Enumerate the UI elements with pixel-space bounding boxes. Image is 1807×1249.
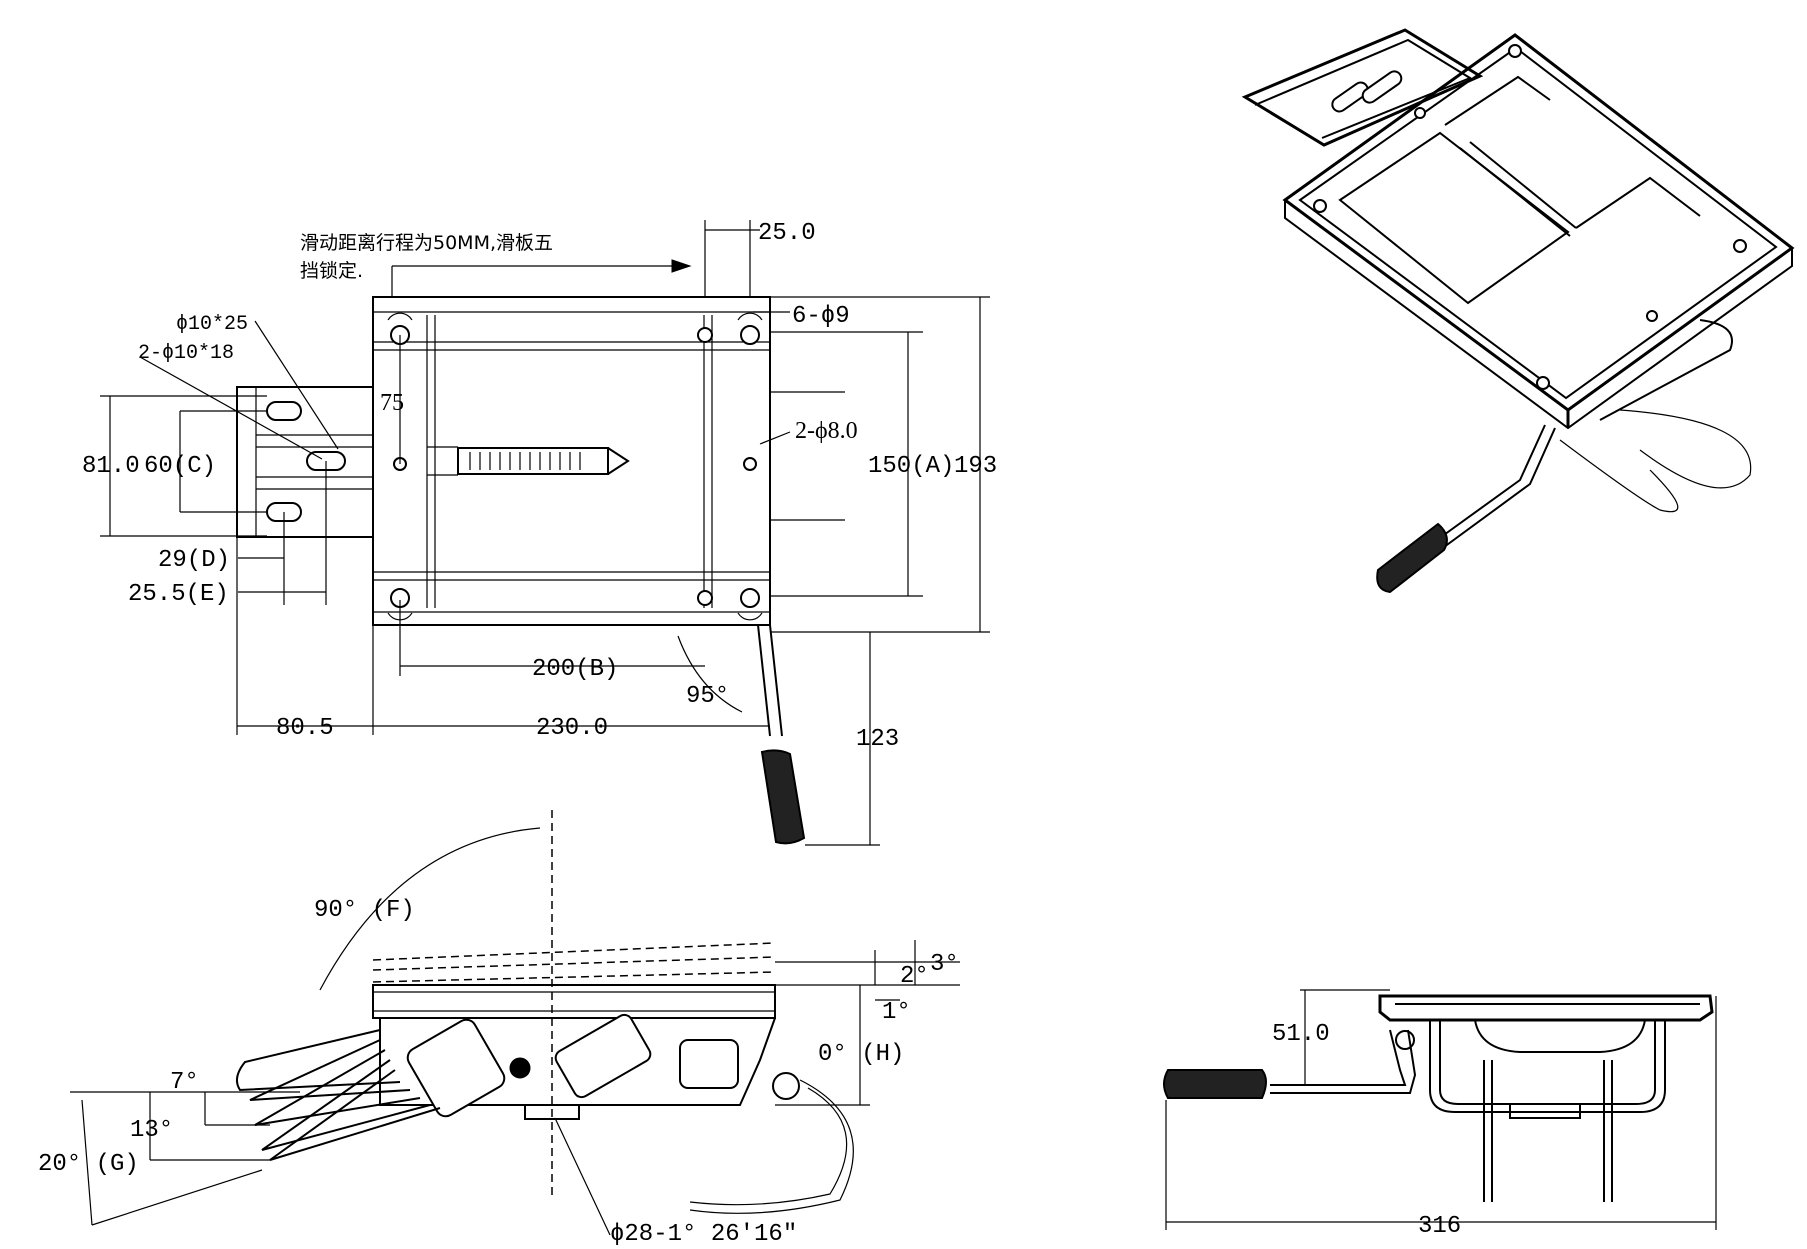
dim-255e: 25.5(E) (128, 581, 229, 608)
side-mechanism-box (406, 1018, 506, 1118)
dim-holes-6: 6-ϕ9 (792, 303, 850, 330)
angle-f: 90° (F) (314, 897, 415, 924)
dim-230: 230.0 (536, 715, 608, 742)
latch-spring (457, 447, 609, 475)
angle-7: 7° (170, 1069, 199, 1096)
dim-316: 316 (1418, 1213, 1461, 1240)
isometric-view (1241, 28, 1795, 594)
dim-51: 51.0 (1272, 1021, 1330, 1048)
dim-75: 75 (380, 390, 404, 416)
dim-slot-small: 2-ϕ10*18 (138, 342, 234, 365)
slot-small-top (266, 401, 302, 421)
pin-diameter: ϕ28-1° 26'16" (610, 1221, 797, 1248)
angle-g: 20° (G) (38, 1151, 139, 1178)
top-plate (372, 296, 771, 626)
angle-h: 0° (H) (818, 1041, 904, 1068)
slide-note-line2: 挡锁定. (300, 260, 363, 282)
front-view (1163, 989, 1717, 1230)
dim-193: 193 (954, 453, 997, 480)
lever-grip (760, 749, 806, 845)
angle-13: 13° (130, 1117, 173, 1144)
dim-slot-big: ϕ10*25 (176, 313, 248, 336)
angle-2: 2° (900, 963, 929, 990)
dim-25: 25.0 (758, 220, 816, 247)
dim-81: 81.0 (82, 453, 140, 480)
dim-29d: 29(D) (158, 547, 230, 574)
dim-holes-2: 2-ϕ8.0 (795, 418, 858, 444)
side-top-plate (372, 984, 776, 1019)
dim-123: 123 (856, 726, 899, 753)
side-view (70, 810, 960, 1236)
top-view (100, 220, 990, 846)
lever-arm (757, 624, 783, 737)
dim-80-5: 80.5 (276, 715, 334, 742)
slide-note-line1: 滑动距离行程为50MM,滑板五 (300, 232, 553, 254)
dim-150a: 150(A) (868, 453, 954, 480)
dim-60c: 60(C) (144, 453, 216, 480)
dim-200b: 200(B) (532, 656, 618, 683)
angle-3: 3° (930, 951, 959, 978)
front-top-plate (1378, 994, 1714, 1022)
front-lever-grip (1163, 1069, 1267, 1099)
iso-lever-grip (1376, 522, 1448, 594)
angle-1: 1° (882, 999, 911, 1026)
slide-rail-block (236, 386, 374, 538)
angle-95: 95° (686, 683, 729, 710)
